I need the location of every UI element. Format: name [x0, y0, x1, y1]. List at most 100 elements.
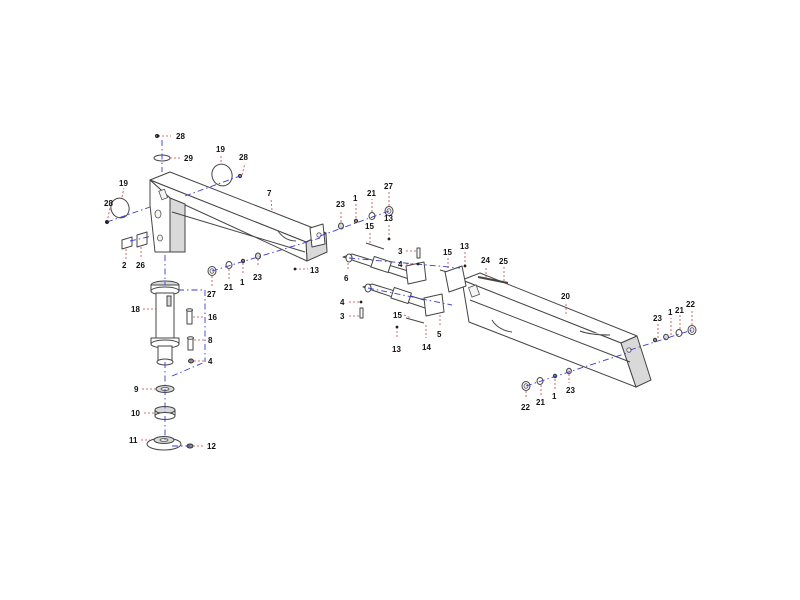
callout-text: 11 — [129, 436, 138, 445]
callout-23-upper: 23 — [336, 200, 345, 222]
callout-text: 2 — [122, 261, 127, 270]
callout-text: 24 — [481, 256, 490, 265]
callout-text: 13 — [310, 266, 319, 275]
callout-29: 29 — [170, 154, 193, 163]
callout-text: 4 — [398, 260, 403, 269]
callout-text: 25 — [499, 257, 508, 266]
post-part-18 — [150, 280, 180, 366]
callout-21-lower: 21 — [224, 269, 233, 292]
extension-boom-part-20 — [461, 272, 652, 388]
link-pin-part-5 — [362, 283, 445, 317]
callout-text: 1 — [353, 194, 358, 203]
assembly-axes — [106, 140, 693, 447]
callout-text: 15 — [393, 311, 402, 320]
callout-text: 26 — [136, 261, 145, 270]
callout-text: 14 — [422, 343, 431, 352]
cap-part-19-top — [211, 163, 233, 187]
callout-text: 4 — [208, 357, 213, 366]
callout-text: 23 — [253, 273, 262, 282]
callout-1-lower: 1 — [240, 263, 245, 287]
callout-1-right-upper: 1 — [668, 308, 673, 335]
callout-4-left: 4 — [194, 357, 213, 366]
callout-18: 18 — [131, 305, 156, 314]
callout-text: 22 — [686, 300, 695, 309]
callout-22-right-upper: 22 — [686, 300, 695, 325]
callout-text: 1 — [668, 308, 673, 317]
callout-text: 5 — [437, 330, 442, 339]
callout-text: 21 — [367, 189, 376, 198]
callout-15-upper: 15 — [365, 222, 374, 243]
callout-6: 6 — [344, 263, 349, 283]
callout-text: 19 — [216, 145, 225, 154]
callout-text: 10 — [131, 409, 140, 418]
callout-text: 20 — [561, 292, 570, 301]
callout-25: 25 — [499, 257, 508, 281]
callout-1-right-lower: 1 — [552, 379, 557, 401]
callout-13-right: 13 — [460, 242, 469, 268]
callout-text: 28 — [104, 199, 113, 208]
washer-stack-right-upper — [652, 325, 697, 343]
callout-11: 11 — [129, 436, 150, 445]
callout-4-upper: 4 — [398, 260, 420, 269]
callout-text: 1 — [240, 278, 245, 287]
callout-22-right-lower: 22 — [521, 391, 530, 412]
callout-27-lower: 27 — [207, 276, 216, 299]
callout-1-upper: 1 — [353, 194, 358, 218]
callout-19-side: 19 — [119, 179, 128, 198]
callout-text: 28 — [239, 153, 248, 162]
callout-text: 13 — [392, 345, 401, 354]
callout-text: 23 — [653, 314, 662, 323]
callout-21-right-lower: 21 — [536, 385, 545, 407]
boom-arm-part-7 — [149, 171, 328, 262]
callout-5: 5 — [437, 315, 442, 339]
callout-text: 12 — [207, 442, 216, 451]
callout-15-right: 15 — [443, 248, 452, 268]
callout-text: 29 — [184, 154, 193, 163]
callout-text: 18 — [131, 305, 140, 314]
callout-13-lower: 13 — [392, 325, 401, 354]
callout-9: 9 — [134, 385, 156, 394]
base-flange-part-11 — [146, 436, 182, 451]
callout-text: 3 — [340, 312, 345, 321]
callout-text: 21 — [536, 398, 545, 407]
callout-text: 21 — [675, 306, 684, 315]
callout-14: 14 — [422, 325, 431, 352]
callout-16: 16 — [193, 313, 217, 322]
callout-12: 12 — [193, 442, 216, 451]
callout-text: 9 — [134, 385, 139, 394]
callout-27-upper: 27 — [384, 182, 393, 206]
washer-stack-upper — [338, 206, 394, 230]
callout-text: 1 — [552, 392, 557, 401]
callout-text: 19 — [119, 179, 128, 188]
callout-7: 7 — [267, 189, 273, 211]
bracket-part-2 — [121, 236, 133, 250]
pin-parts-24-25 — [477, 276, 509, 284]
callout-23-right-upper: 23 — [653, 314, 662, 338]
callout-text: 15 — [443, 248, 452, 257]
callout-10: 10 — [131, 409, 155, 418]
callout-text: 27 — [384, 182, 393, 191]
callout-28-top: 28 — [156, 132, 185, 141]
callout-15-lower: 15 — [393, 311, 412, 320]
callout-24: 24 — [481, 256, 490, 278]
callout-labels: 28 29 19 28 7 19 28 2 — [104, 132, 695, 451]
callout-text: 6 — [344, 274, 349, 283]
washer-stack-right-lower — [521, 367, 572, 391]
callout-text: 13 — [460, 242, 469, 251]
extension-bracket — [444, 265, 467, 293]
plate-part-26 — [136, 231, 148, 248]
boom-pivot-bracket — [309, 223, 326, 248]
callout-3-upper: 3 — [398, 247, 416, 256]
callout-text: 27 — [207, 290, 216, 299]
callout-text: 16 — [208, 313, 217, 322]
callout-text: 7 — [267, 189, 272, 198]
callout-text: 22 — [521, 403, 530, 412]
callout-4-lower: 4 — [340, 298, 363, 307]
callout-text: 23 — [566, 386, 575, 395]
callout-text: 28 — [176, 132, 185, 141]
callout-13-upper: 13 — [384, 214, 393, 241]
callout-text: 21 — [224, 283, 233, 292]
callout-text: 13 — [384, 214, 393, 223]
callout-21-right-upper: 21 — [675, 306, 684, 329]
